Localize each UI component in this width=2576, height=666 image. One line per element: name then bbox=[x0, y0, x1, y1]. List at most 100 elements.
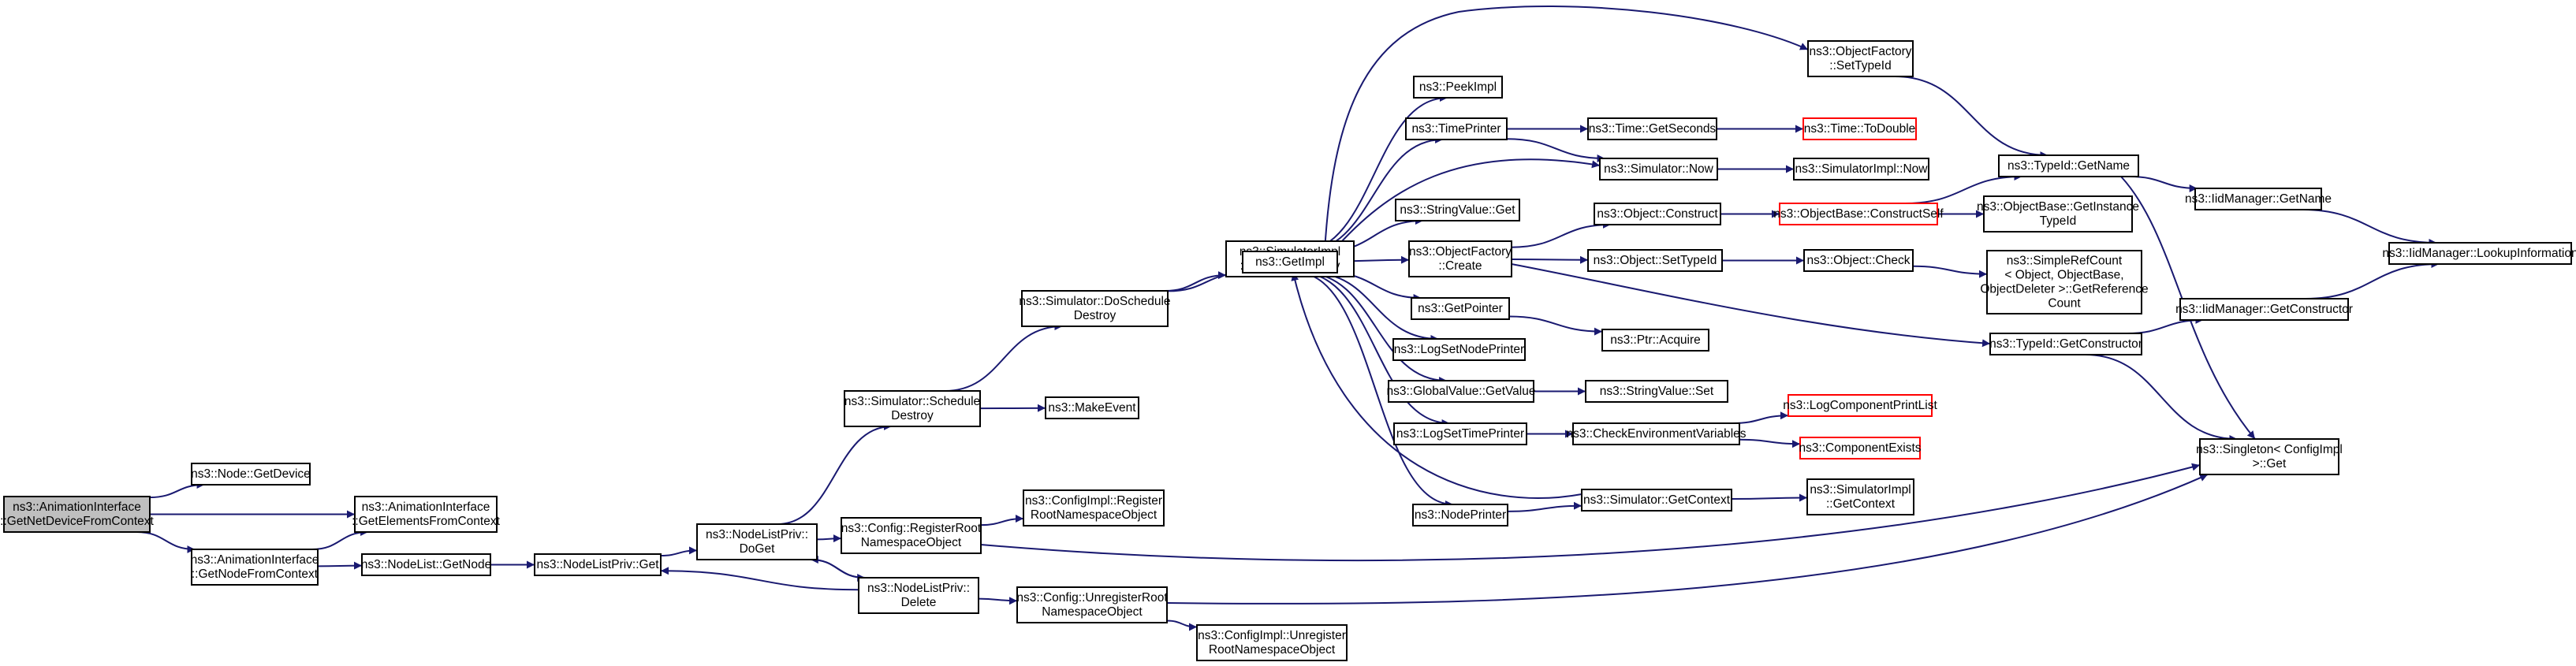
node-time-getseconds[interactable]: ns3::Time::GetSeconds bbox=[1587, 117, 1717, 140]
node-label-line: ns3::CheckEnvironmentVariables bbox=[1566, 427, 1746, 441]
node-label-line: ::GetContext bbox=[1826, 497, 1896, 511]
node-node-getdevice[interactable]: ns3::Node::GetDevice bbox=[191, 463, 311, 486]
node-box bbox=[1599, 158, 1718, 180]
node-object-check[interactable]: ns3::Object::Check bbox=[1803, 249, 1914, 272]
node-label-line: ns3::Simulator::GetContext bbox=[1583, 493, 1731, 507]
edge-config_register-to-singleton_get bbox=[980, 463, 2201, 562]
node-object-construct[interactable]: ns3::Object::Construct bbox=[1594, 203, 1721, 225]
node-getimpl[interactable]: ns3::GetImpl bbox=[1242, 251, 1338, 273]
edge-line bbox=[1166, 474, 2209, 605]
node-singleton-get[interactable]: ns3::Singleton< ConfigImpl >::Get bbox=[2196, 438, 2343, 475]
node-label-line: Destroy bbox=[1074, 309, 1117, 322]
edge-line bbox=[1732, 411, 1789, 424]
node-logsettimeprinter[interactable]: ns3::LogSetTimePrinter bbox=[1393, 422, 1527, 445]
edge-line bbox=[317, 561, 363, 570]
node-label-line: ns3::ConfigImpl::Unregister bbox=[1198, 629, 1346, 642]
node-box bbox=[2388, 242, 2572, 265]
node-box bbox=[1986, 250, 2142, 314]
node-simimpl-getcontext[interactable]: ns3::SimulatorImpl::GetContext bbox=[1806, 478, 1914, 515]
node-typeid-getname[interactable]: ns3::TypeId::GetName bbox=[1998, 154, 2139, 177]
node-label-line: ns3::LogComponentPrintList bbox=[1783, 399, 1937, 412]
edge-nlp_delete-to-nlp_get bbox=[660, 567, 859, 591]
node-object-settypeid[interactable]: ns3::Object::SetTypeId bbox=[1587, 249, 1723, 272]
edge-line bbox=[149, 481, 205, 499]
edge-line bbox=[136, 531, 196, 553]
node-simimpl-now[interactable]: ns3::SimulatorImpl::Now bbox=[1793, 158, 1929, 180]
node-box bbox=[1412, 504, 1508, 526]
node-objfactory-settypeid[interactable]: ns3::ObjectFactory::SetTypeId bbox=[1807, 40, 1914, 77]
node-label-line: ns3::Ptr::Acquire bbox=[1610, 333, 1701, 347]
node-sim-now[interactable]: ns3::Simulator::Now bbox=[1599, 158, 1718, 180]
edge-line bbox=[1303, 272, 1448, 385]
node-ai-getelements[interactable]: ns3::AnimationInterface::GetElementsFrom… bbox=[352, 496, 501, 533]
node-label-line: ns3::Node::GetDevice bbox=[191, 467, 311, 481]
node-stringvalue-get[interactable]: ns3::StringValue::Get bbox=[1395, 199, 1520, 221]
edge-line bbox=[1904, 173, 2022, 204]
node-timeprinter[interactable]: ns3::TimePrinter bbox=[1405, 117, 1508, 140]
edge-line bbox=[1507, 501, 1583, 512]
node-label-line: ns3::Time::ToDouble bbox=[1804, 122, 1916, 136]
node-label-line: ns3::IidManager::LookupInformation bbox=[2382, 247, 2576, 260]
node-label-line: ns3::ObjectFactory bbox=[1409, 245, 1512, 259]
node-ptr-acquire[interactable]: ns3::Ptr::Acquire bbox=[1601, 329, 1709, 352]
edge-line bbox=[660, 567, 859, 591]
node-objbase-constructself[interactable]: ns3::ObjectBase::ConstructSelf bbox=[1773, 203, 1944, 225]
node-label-line: ns3::NodeListPriv:: bbox=[867, 582, 970, 595]
node-logsetnodeprinter[interactable]: ns3::LogSetNodePrinter bbox=[1392, 338, 1526, 361]
node-iidmanager-getconstructor[interactable]: ns3::IidManager::GetConstructor bbox=[2175, 298, 2353, 321]
node-typeid-getconstructor[interactable]: ns3::TypeId::GetConstructor bbox=[1989, 333, 2142, 355]
node-config-unregister[interactable]: ns3::Config::UnregisterRootNamespaceObje… bbox=[1016, 586, 1168, 623]
node-nlp-get[interactable]: ns3::NodeListPriv::Get bbox=[534, 553, 662, 576]
node-ai-getnode[interactable]: ns3::AnimationInterface::GetNodeFromCont… bbox=[191, 549, 319, 586]
node-nlp-doget[interactable]: ns3::NodeListPriv::DoGet bbox=[696, 523, 818, 560]
node-objfactory-create[interactable]: ns3::ObjectFactory::Create bbox=[1408, 240, 1512, 277]
node-label-line: ns3::NodeListPriv::Get bbox=[536, 558, 659, 571]
node-stringvalue-set[interactable]: ns3::StringValue::Set bbox=[1585, 380, 1728, 403]
node-label-line: ns3::ObjectBase::ConstructSelf bbox=[1773, 207, 1944, 221]
node-box bbox=[844, 390, 981, 427]
node-checkenvvars[interactable]: ns3::CheckEnvironmentVariables bbox=[1566, 422, 1747, 445]
node-nodeprinter[interactable]: ns3::NodePrinter bbox=[1412, 504, 1508, 526]
node-logcomponentprintlist[interactable]: ns3::LogComponentPrintList bbox=[1783, 394, 1937, 417]
node-configimpl-register[interactable]: ns3::ConfigImpl::RegisterRootNamespaceOb… bbox=[1023, 489, 1165, 526]
node-label-line: ns3::SimulatorImpl bbox=[1810, 483, 1911, 497]
node-label-line: NamespaceObject bbox=[1042, 605, 1143, 619]
edge-line bbox=[1166, 619, 1198, 631]
node-iidmanager-lookupinfo[interactable]: ns3::IidManager::LookupInformation bbox=[2382, 242, 2576, 265]
node-sim-getcontext[interactable]: ns3::Simulator::GetContext bbox=[1581, 489, 1732, 512]
edge-timeprinter-to-sim_now bbox=[1506, 138, 1605, 162]
node-start[interactable]: ns3::AnimationInterface::GetNetDeviceFro… bbox=[0, 496, 155, 533]
node-box bbox=[1023, 489, 1165, 526]
edge-line bbox=[1731, 493, 1808, 502]
node-box bbox=[1793, 158, 1929, 180]
node-configimpl-unregister[interactable]: ns3::ConfigImpl::UnregisterRootNamespace… bbox=[1196, 624, 1348, 661]
edge-start-to-node_getdevice bbox=[149, 481, 205, 499]
edge-getimpl-to-nodeprinter bbox=[1297, 272, 1453, 508]
edge-objbase_constructself-to-typeid_getname bbox=[1904, 173, 2022, 204]
node-label-line: ns3::NodeListPriv:: bbox=[706, 528, 808, 541]
node-label-line: Delete bbox=[901, 596, 937, 609]
node-label-line: ns3::IidManager::GetConstructor bbox=[2175, 303, 2353, 316]
node-nlp-delete[interactable]: ns3::NodeListPriv::Delete bbox=[858, 577, 979, 614]
edge-line bbox=[2085, 354, 2238, 443]
node-globalvalue-getvalue[interactable]: ns3::GlobalValue::GetValue bbox=[1387, 380, 1536, 403]
node-label-line: ns3::StringValue::Get bbox=[1400, 203, 1515, 217]
node-peekimpl[interactable]: ns3::PeekImpl bbox=[1413, 76, 1503, 99]
node-label-line: ns3::MakeEvent bbox=[1048, 401, 1136, 415]
node-componentexists[interactable]: ns3::ComponentExists bbox=[1799, 437, 1922, 460]
node-box bbox=[1408, 240, 1512, 277]
node-label-line: ns3::Singleton< ConfigImpl bbox=[2196, 443, 2343, 456]
edge-line bbox=[980, 463, 2201, 562]
edge-getpointer-to-ptr_acquire bbox=[1508, 315, 1603, 336]
node-makeevent[interactable]: ns3::MakeEvent bbox=[1045, 396, 1139, 419]
node-getpointer[interactable]: ns3::GetPointer bbox=[1411, 297, 1510, 320]
node-simplerefcount[interactable]: ns3::SimpleRefCount< Object, ObjectBase,… bbox=[1980, 250, 2149, 314]
node-label-line: ns3::Object::Construct bbox=[1597, 207, 1718, 221]
node-time-todouble[interactable]: ns3::Time::ToDouble bbox=[1802, 117, 1917, 140]
node-nodelist-getnode[interactable]: ns3::NodeList::GetNode bbox=[361, 553, 491, 576]
node-iidmanager-getname[interactable]: ns3::IidManager::GetName bbox=[2185, 188, 2332, 210]
